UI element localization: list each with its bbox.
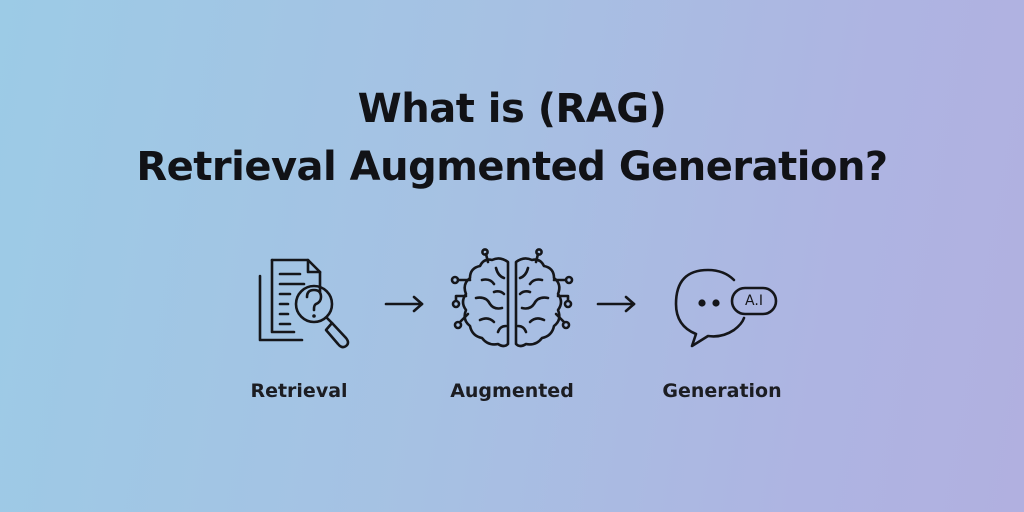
ai-badge-text: A.I bbox=[745, 293, 763, 309]
step-label-generation: Generation bbox=[662, 380, 782, 402]
chat-bubble-icon: A.I bbox=[672, 266, 782, 352]
title-line-1: What is (RAG) bbox=[357, 86, 667, 132]
step-label-retrieval: Retrieval bbox=[250, 380, 348, 402]
title-line-2: Retrieval Augmented Generation? bbox=[136, 144, 888, 190]
step-label-augmented: Augmented bbox=[450, 380, 574, 402]
document-search-icon bbox=[250, 252, 360, 352]
arrow-right-icon bbox=[384, 294, 428, 318]
brain-circuit-icon bbox=[450, 248, 574, 356]
arrow-right-icon bbox=[596, 294, 640, 318]
